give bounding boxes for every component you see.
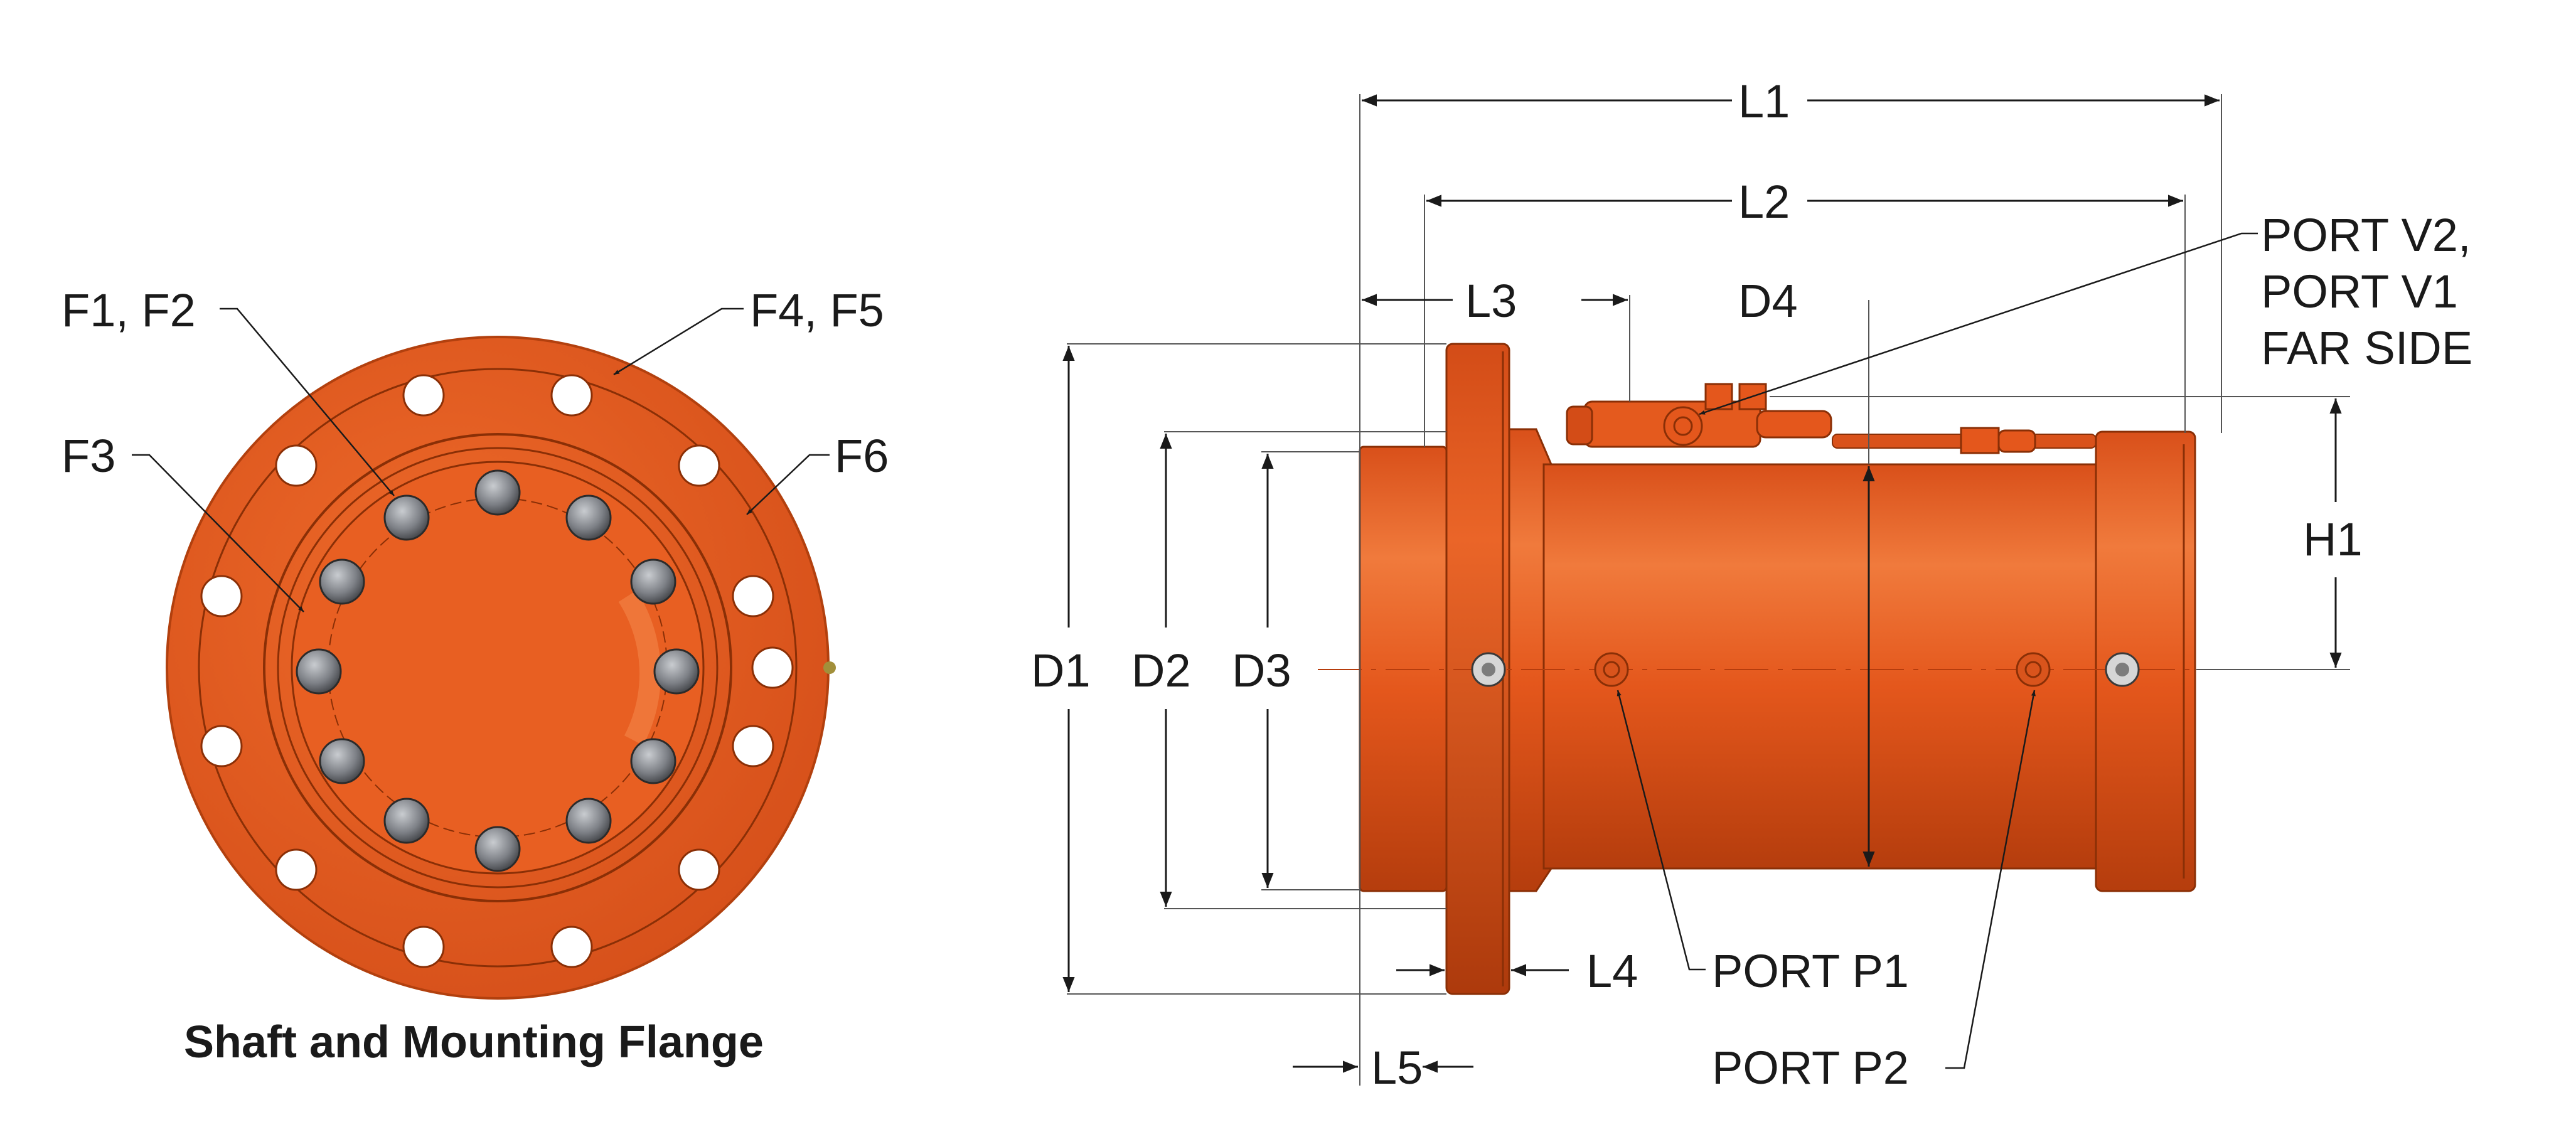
flange-hole [200,725,243,767]
valve-manifold [1566,383,2097,454]
shaft-bolts [296,469,700,872]
flange-hole [275,444,318,487]
leader-port-v [1699,232,2258,415]
flange-hole [550,374,593,417]
port-p1-fitting [1594,652,1629,687]
port-v-fitting-inner [1673,416,1693,436]
shaft-bolt [383,798,430,844]
label-port-v-line3: FAR SIDE [2261,322,2472,374]
label-d3: D3 [1232,644,1291,697]
label-l4: L4 [1586,945,1638,997]
label-l2: L2 [1738,176,1790,228]
shaft-bolt [565,494,612,541]
shaft-bolt [319,738,365,784]
label-port-v-line2: PORT V1 [2261,265,2458,318]
label-l1: L1 [1738,75,1790,127]
bolt-circle-outer [198,368,798,968]
flange-hole [732,575,774,617]
leader-f6 [746,454,830,515]
port-v-fitting [1663,406,1703,446]
leader-f1f2 [220,307,395,496]
valve-fitting-left [1566,405,1593,446]
leader-port-p1 [1617,690,1706,971]
valve-cap [1704,383,1733,410]
shaft-face-highlight [618,590,661,745]
label-port-p1: PORT P1 [1712,945,1909,997]
cylinder-end-right [2095,430,2196,892]
valve-fitting-right [1756,410,1832,439]
label-f1-f2: F1, F2 [61,284,196,336]
flange-hole [751,646,794,689]
label-l3: L3 [1465,275,1517,327]
flange-hole [678,848,720,891]
flange-hole [200,575,243,617]
front-view-title: Shaft and Mounting Flange [184,1017,764,1067]
shaft-bolt [474,469,521,516]
label-port-v-line1: PORT V2, [2261,209,2471,261]
valve-end-fitting [1960,427,2000,454]
valve-end-elbow [1997,429,2036,453]
shaft-face [291,461,705,875]
shaft-bolt [383,494,430,541]
flange-hole [402,926,445,968]
shaft-bolt [296,648,342,695]
port-plug-left-inner [1482,663,1495,676]
label-port-p2: PORT P2 [1712,1042,1909,1094]
label-f4-f5: F4, F5 [750,284,884,336]
leader-f4f5 [613,307,744,376]
flange-hole [678,444,720,487]
flange-hole [275,848,318,891]
port-p1-fitting-inner [1603,661,1620,678]
label-f3: F3 [61,430,115,482]
label-l5: L5 [1371,1042,1423,1094]
label-d2: D2 [1131,644,1191,697]
flange-step-ring [263,433,732,902]
front-view: F1, F2 F4, F5 F3 F6 Shaft and Mounting F… [61,284,889,1067]
shaft-bolt [474,826,521,872]
cylinder-body [1542,463,2097,870]
leader-port-p2 [1945,690,2036,1069]
flange-hole [732,725,774,767]
leader-f3 [132,454,304,612]
label-d1: D1 [1031,644,1091,697]
port-p2-fitting-inner [2024,661,2042,678]
side-view: L1 L2 L3 L4 L5 D1 D2 D3 D4 H1 PORT V2, P… [1031,75,2472,1094]
port-plug-right-inner [2115,663,2129,676]
flange-step-ring-inner [277,447,719,889]
label-h1: H1 [2303,513,2363,565]
shaft-bolt [319,558,365,605]
shaft-bolt [630,558,676,605]
flange-hole [402,374,445,417]
flange-hole [550,926,593,968]
shaft-bolt [565,798,612,844]
port-p2-fitting [2016,652,2051,687]
shaft-bolt [630,738,676,784]
shaft-bolt [653,648,700,695]
label-f6: F6 [835,430,889,482]
side-nub [823,661,836,674]
label-d4: D4 [1738,275,1798,327]
